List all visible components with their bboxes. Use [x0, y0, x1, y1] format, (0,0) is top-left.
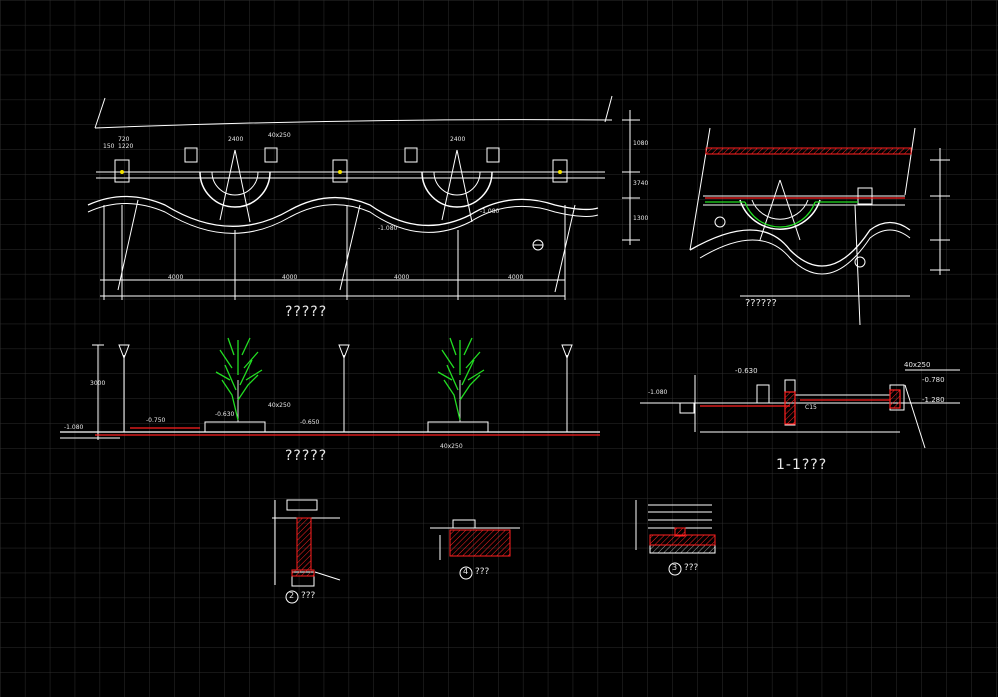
plan-view-yellow-marks [120, 170, 562, 174]
plan-dim-mid: 1220 [118, 143, 134, 150]
detail-3-title: ??? [684, 563, 699, 573]
plan-side-2: 3740 [633, 180, 649, 187]
elev-level-c: -0.630 [215, 411, 235, 418]
plan-detail-red-band [705, 147, 912, 199]
detail-4-marker-circle [459, 566, 473, 580]
elev-rail-top: 40x250 [268, 402, 291, 409]
elevation-title: ????? [285, 448, 328, 464]
section-level-d: -1.280 [922, 396, 945, 404]
section-c15: C15 [805, 404, 817, 411]
detail-2-title: ??? [301, 591, 316, 601]
elevation-view [60, 344, 600, 440]
elev-rail-bottom: 40x250 [440, 443, 463, 450]
section-level-c: -0.780 [922, 376, 945, 384]
plan-level-2: -1.080 [480, 208, 500, 215]
plan-main-title: ????? [285, 304, 328, 320]
detail-4-title: ??? [475, 567, 490, 577]
plan-detail-green-hedge [705, 201, 858, 228]
detail-4-marker: 4 [463, 567, 469, 576]
section-1-1-title: 1-1??? [776, 457, 828, 473]
plan-view-detail [689, 127, 950, 326]
detail-4-red [449, 529, 511, 557]
elev-height: 3000 [90, 380, 106, 387]
detail-2-marker-circle [285, 590, 299, 604]
detail-2-marker: 2 [289, 591, 295, 600]
detail-3-marker: 3 [672, 563, 678, 572]
plan-dim-total-1: 4000 [168, 274, 184, 281]
elevation-red-ground [95, 427, 600, 436]
plan-dim-total-3: 4000 [394, 274, 410, 281]
plan-dim-total-4: 4000 [508, 274, 524, 281]
section-rail: 40x250 [904, 361, 931, 369]
plan-dim-post: 720 [118, 136, 130, 143]
plan-detail-title: ?????? [745, 298, 777, 309]
plan-view-main [87, 95, 640, 300]
elev-level-b: -0.750 [146, 417, 166, 424]
plan-side-1: 1080 [633, 140, 649, 147]
plan-level-1: -1.080 [378, 225, 398, 232]
detail-2-red [291, 517, 315, 577]
elevation-trees [215, 337, 485, 421]
section-level-a: -0.630 [735, 367, 758, 375]
detail-4 [430, 519, 520, 560]
detail-3-marker-circle [668, 562, 682, 576]
section-level-b: -1.080 [648, 389, 668, 396]
elev-level-a: -1.080 [64, 424, 84, 431]
plan-dim-total-2: 4000 [282, 274, 298, 281]
section-1-1-red [700, 389, 901, 425]
detail-2 [272, 499, 341, 587]
plan-dim-span-left: 2400 [228, 136, 244, 143]
plan-dim-offset: 150 [103, 143, 115, 150]
plan-rail-label: 40x250 [268, 132, 291, 139]
plan-dim-span-right: 2400 [450, 136, 466, 143]
plan-side-3: 1300 [633, 215, 649, 222]
section-1-1-view [640, 369, 960, 449]
elev-level-d: -0.650 [300, 419, 320, 426]
detail-3-red [649, 527, 716, 546]
